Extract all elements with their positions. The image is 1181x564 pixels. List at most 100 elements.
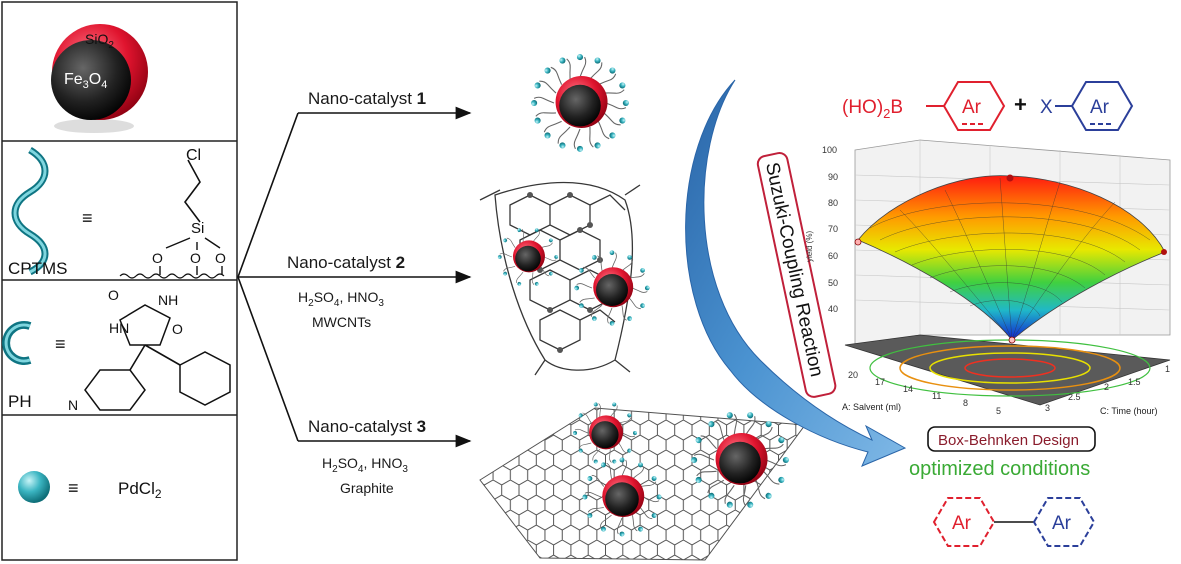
pd-ligand <box>605 99 630 110</box>
core-shell-particle: SiO2 Fe3O4 <box>51 24 148 133</box>
pd-ligand <box>502 236 518 250</box>
nanoparticle <box>582 457 662 537</box>
y-tick-40: 40 <box>828 304 838 314</box>
c-tick-1-5: 1.5 <box>1128 377 1141 387</box>
pd-ligand <box>573 128 584 153</box>
equiv-symbol: ≡ <box>82 208 93 228</box>
y-axis-ticks: 100 90 80 70 60 50 40 <box>822 145 838 314</box>
plus-sign: + <box>1014 92 1027 117</box>
pd-ligand <box>631 285 651 293</box>
nanoparticle <box>572 401 638 465</box>
c-axis-label: C: Time (hour) <box>1100 406 1158 416</box>
c-axis-ticks: 3 2.5 2 1.5 1 <box>1045 364 1170 413</box>
catalyst-3-cond-1: H2SO4, HNO3 <box>322 455 408 475</box>
pd-ligand <box>516 226 527 243</box>
y-tick-90: 90 <box>828 172 838 182</box>
nanoparticle <box>573 249 651 327</box>
hn-atom: HN <box>109 320 129 336</box>
pd-ligand <box>576 293 597 310</box>
reaction-label-box: Suzuki-Coupling Reaction <box>756 152 837 398</box>
magnetic-core <box>559 84 601 127</box>
catalyst-3-label: Nano-catalyst 3 <box>308 417 426 436</box>
nanoparticle <box>497 226 559 288</box>
a-tick-17: 17 <box>875 377 885 387</box>
magnetic-core <box>596 274 628 306</box>
reactants: (HO)2B Ar + X Ar <box>842 81 1134 131</box>
catalyst-2-label: Nano-catalyst 2 <box>287 253 405 272</box>
a-tick-20: 20 <box>848 370 858 380</box>
catalyst-3-graphene <box>479 401 806 561</box>
legend-panel: SiO2 Fe3O4 ≡ Cl Si O O O CPTMS ≡ O NH <box>1 1 238 561</box>
a-tick-8: 8 <box>963 398 968 408</box>
catalyst-3-cond-2: Graphite <box>340 480 394 496</box>
product: Ar Ar <box>932 497 1096 547</box>
catalyst-2-cond-2: MWCNTs <box>312 314 371 330</box>
pd-ligand <box>609 249 617 269</box>
pd-ligand <box>530 96 555 107</box>
pd-ligand <box>543 254 559 261</box>
o-atom-3: O <box>215 250 226 266</box>
y-tick-70: 70 <box>828 224 838 234</box>
catalyst-labels: Nano-catalyst 1 Nano-catalyst 2 H2SO4, H… <box>287 89 426 496</box>
a-tick-14: 14 <box>903 384 913 394</box>
pd-ligand <box>601 109 627 128</box>
halide: X <box>1040 97 1053 118</box>
cptms-structure: ≡ Cl Si O O O CPTMS <box>8 146 226 279</box>
magnetic-core <box>591 421 619 449</box>
boronic-group: (HO)2B <box>842 97 903 121</box>
o-atom-2: O <box>190 250 201 266</box>
cl-atom: Cl <box>186 147 201 164</box>
o-atom-1: O <box>152 250 163 266</box>
product-aryl-2: Ar <box>1052 513 1072 534</box>
design-box: Box-Behnken Design <box>927 426 1096 452</box>
pdcl2-legend: ≡ PdCl2 <box>18 471 162 503</box>
pd-ligand <box>584 125 603 151</box>
pd-ligand <box>573 283 593 291</box>
branch-arrows <box>237 106 472 448</box>
aryl-1: Ar <box>962 97 982 118</box>
o-top: O <box>108 287 119 303</box>
cptms-label: CPTMS <box>8 259 68 278</box>
y-tick-80: 80 <box>828 198 838 208</box>
magnetic-core <box>719 441 761 484</box>
pdcl2-label: PdCl2 <box>118 479 162 501</box>
pd-ligand <box>576 53 587 78</box>
magnetic-core <box>515 245 541 272</box>
nanoparticle <box>690 410 790 510</box>
nh-atom: NH <box>158 292 178 308</box>
y-tick-60: 60 <box>828 251 838 261</box>
equiv-symbol-3: ≡ <box>68 478 79 498</box>
c-tick-2-5: 2.5 <box>1068 392 1081 402</box>
c-tick-1: 1 <box>1165 364 1170 374</box>
n-atom: N <box>68 397 78 413</box>
c-tick-2: 2 <box>1104 382 1109 392</box>
a-axis-label: A: Salvent (ml) <box>842 402 901 412</box>
surface-plot: 100 90 80 70 60 50 40 yield (%) 20 17 14… <box>805 139 1171 416</box>
optimized-conditions: optimized conditions <box>909 458 1090 480</box>
ph-label: PH <box>8 392 32 411</box>
a-axis-ticks: 20 17 14 11 8 5 <box>848 370 1001 416</box>
pd-ligand <box>533 78 559 97</box>
phenytoin-structure: ≡ O NH HN O N PH <box>2 287 231 413</box>
y-axis-label: yield (%) <box>805 231 814 262</box>
catalyst-2-mwcnt <box>479 181 651 376</box>
product-aryl-1: Ar <box>952 513 972 534</box>
si-atom: Si <box>191 220 204 237</box>
aryl-2: Ar <box>1090 97 1110 118</box>
shell-label: SiO2 <box>85 31 114 51</box>
y-tick-100: 100 <box>822 145 837 155</box>
reaction-arrow <box>685 79 907 467</box>
magnetic-core <box>605 482 639 516</box>
catalyst-1-label: Nano-catalyst 1 <box>308 89 426 108</box>
equiv-symbol-2: ≡ <box>55 334 66 354</box>
pd-ligand <box>555 124 574 150</box>
pd-ligand <box>515 270 526 287</box>
catalyst-2-cond-1: H2SO4, HNO3 <box>298 289 384 309</box>
a-tick-5: 5 <box>996 406 1001 416</box>
pd-ligand <box>607 307 615 327</box>
pd-ligand <box>557 55 576 81</box>
core-label: Fe3O4 <box>64 71 107 91</box>
o-right: O <box>172 321 183 337</box>
a-tick-11: 11 <box>932 391 941 401</box>
